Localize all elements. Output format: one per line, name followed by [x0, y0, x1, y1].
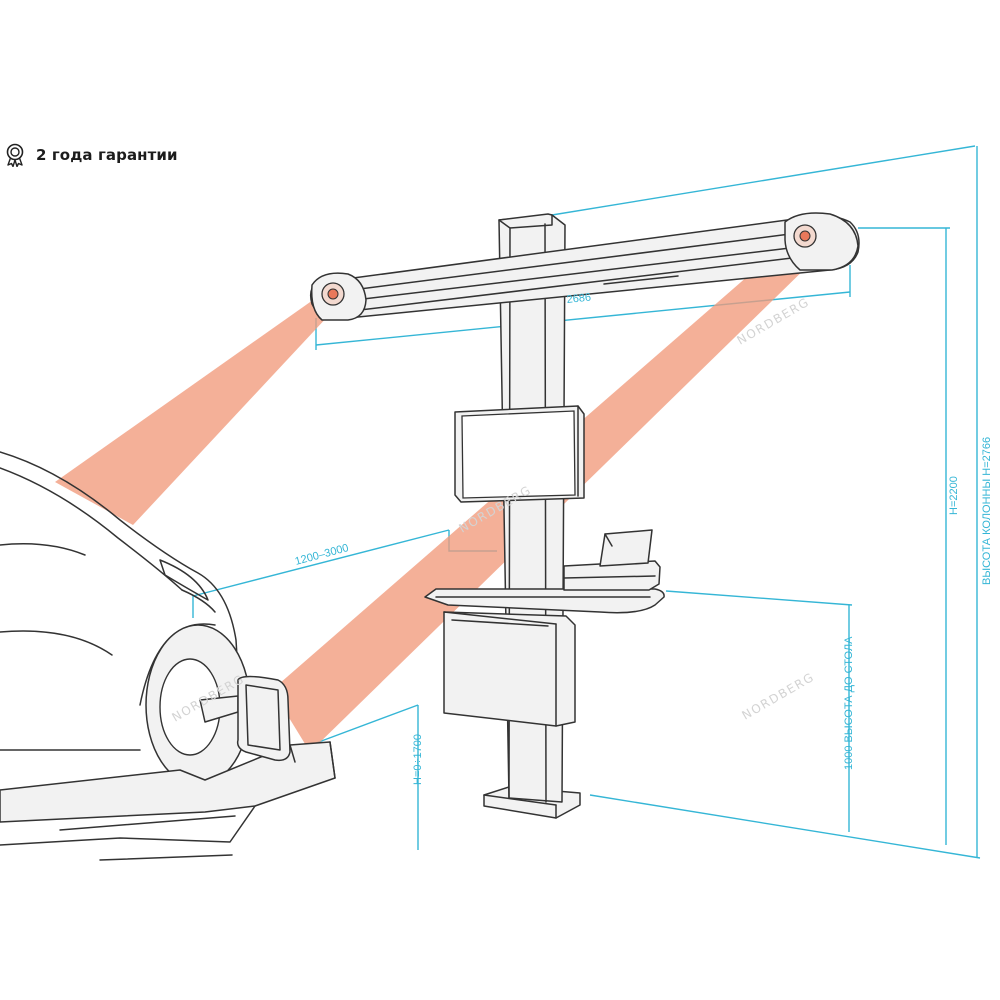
- wheel-target: [199, 675, 291, 762]
- beam-width-label: 2686: [566, 291, 592, 305]
- aligner-stand: [424, 213, 665, 819]
- camera-height-label: H=2200: [948, 476, 960, 515]
- lift-ramp: [0, 741, 336, 861]
- camera-beam: [309, 212, 860, 321]
- desk-shelf: [424, 588, 665, 614]
- warranty-badge: 2 года гарантии: [4, 143, 178, 167]
- award-ribbon-icon: [6, 143, 24, 167]
- warranty-text: 2 года гарантии: [36, 146, 178, 164]
- car: [0, 451, 241, 751]
- lift-height-label: H=0÷1700: [412, 734, 424, 785]
- wheel: [145, 624, 251, 786]
- printer: [563, 529, 661, 591]
- column-height-label: ВЫСОТА КОЛОННЫ H=2766: [981, 437, 993, 585]
- camera-distance-label: 1200–3000: [294, 542, 350, 568]
- laser-beam-left: [55, 300, 343, 525]
- monitor: [454, 405, 585, 503]
- cabinet: [443, 611, 576, 727]
- watermark-4: NORDBERG: [740, 670, 818, 723]
- table-height-label: 1000 ВЫСОТА ДО СТОЛА: [843, 636, 855, 770]
